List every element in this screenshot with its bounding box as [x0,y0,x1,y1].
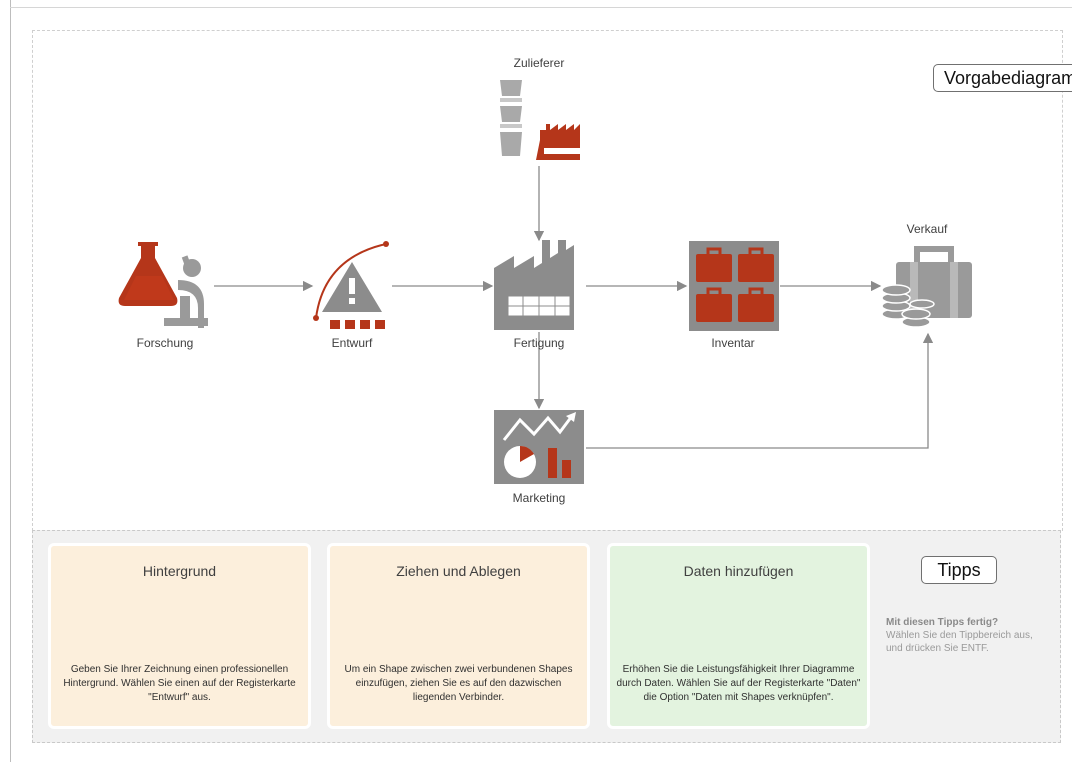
tip-card-title: Ziehen und Ablegen [396,563,521,579]
label-fertigung: Fertigung [513,336,565,350]
design-icon[interactable] [313,241,389,329]
legend-label[interactable]: Vorgabediagramm [933,64,1072,92]
label-zulieferer: Zulieferer [513,56,565,70]
sales-icon[interactable] [881,246,972,328]
tip-note-text: Wählen Sie den Tippbereich aus, und drüc… [886,630,1033,654]
connectors[interactable] [214,166,934,449]
tip-card-text: Geben Sie Ihrer Zeichnung einen professi… [63,664,296,703]
supplier-icon[interactable] [500,80,580,160]
label-marketing: Marketing [512,491,566,505]
tip-card-text: Erhöhen Sie die Leistungsfähigkeit Ihrer… [616,664,861,703]
diagram-canvas[interactable] [32,30,1063,531]
tips-label[interactable]: Tipps [921,556,997,584]
tip-card-title: Hintergrund [142,563,217,579]
tip-note: Mit diesen Tipps fertig? Wählen Sie den … [886,616,1046,655]
tip-card-drag-drop[interactable]: Ziehen und Ablegen Um ein Shape zwischen… [327,543,590,729]
page-top-edge [10,7,1072,8]
tip-note-heading: Mit diesen Tipps fertig? [886,617,999,628]
research-icon[interactable] [118,242,208,328]
factory-icon[interactable] [494,240,574,330]
page-left-edge [10,0,11,762]
tip-card-add-data[interactable]: Daten hinzufügen Erhöhen Sie die Leistun… [607,543,870,729]
inventory-icon[interactable] [689,241,779,331]
marketing-icon[interactable] [494,410,584,484]
label-forschung: Forschung [136,336,194,350]
tip-card-title: Daten hinzufügen [683,563,794,579]
label-verkauf: Verkauf [906,222,948,236]
tip-card-background[interactable]: Hintergrund Geben Sie Ihrer Zeichnung ei… [48,543,311,729]
label-inventar: Inventar [711,336,755,350]
tip-card-text: Um ein Shape zwischen zwei verbundenen S… [344,664,573,703]
label-entwurf: Entwurf [331,336,373,350]
connector-marketing-verkauf [586,332,934,449]
